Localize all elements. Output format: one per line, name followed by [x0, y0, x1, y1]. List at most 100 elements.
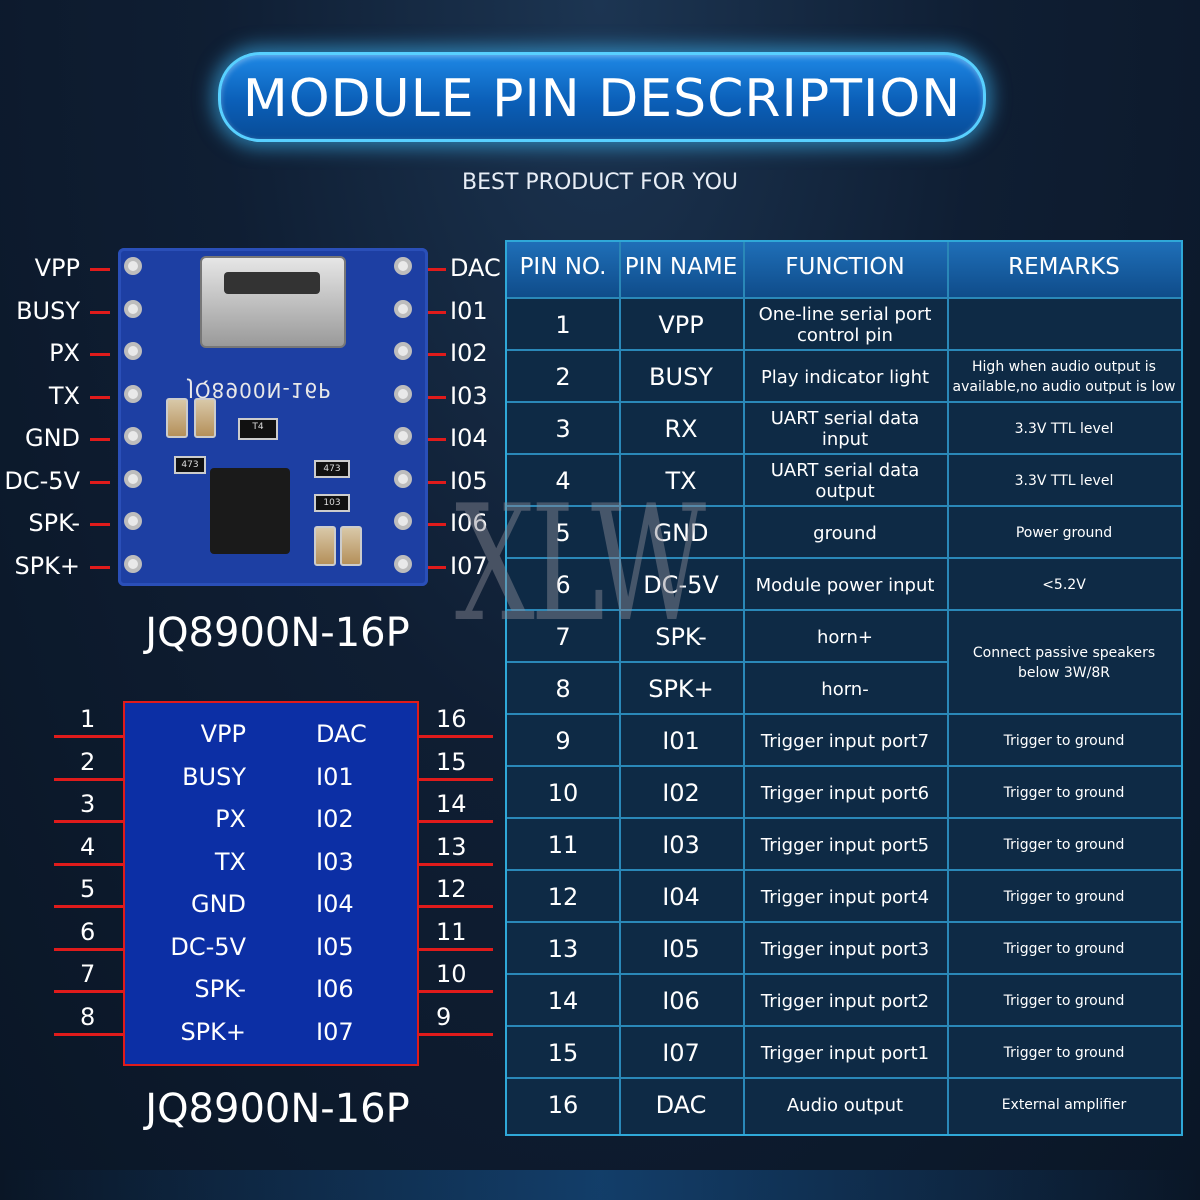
pin-name: I07	[662, 1039, 700, 1067]
schematic-pin-number-right: 16	[436, 705, 467, 733]
pin-number: 2	[555, 363, 571, 391]
pin-pad	[124, 469, 142, 488]
header-pin-name: PIN NAME	[624, 254, 738, 280]
schematic-pin-name-right: I06	[316, 975, 354, 1003]
pin-remarks: Trigger to ground	[1003, 733, 1125, 749]
board-pin-label-left: VPP	[34, 254, 80, 282]
pin-line	[54, 735, 123, 738]
pin-function: horn-	[821, 678, 869, 700]
schematic-pin-number-left: 7	[80, 960, 96, 988]
resistor-473-b: 473	[314, 460, 350, 478]
transistor-t4: T4	[238, 418, 278, 440]
pin-line	[428, 565, 446, 569]
pin-number: 14	[547, 987, 579, 1015]
pin-number: 11	[547, 831, 579, 859]
board-pin-label-right: I05	[450, 466, 488, 495]
pin-name: DC-5V	[643, 571, 719, 599]
schematic-pin-number-left: 5	[80, 875, 96, 903]
pin-function: Trigger input port7	[760, 730, 930, 752]
micro-usb-connector	[200, 256, 346, 348]
pin-pad	[394, 554, 412, 573]
schematic-pin-name-right: I02	[316, 805, 354, 833]
pin-function: horn+	[817, 626, 873, 648]
page-title: MODULE PIN DESCRIPTION	[242, 69, 962, 129]
pin-function: One-line serial port control pin	[758, 304, 932, 346]
schematic-pin-number-right: 11	[436, 917, 467, 946]
pin-number: 16	[547, 1091, 579, 1119]
schematic-pin-number-left: 4	[80, 832, 96, 861]
pin-number: 15	[547, 1039, 579, 1067]
pin-remarks: Trigger to ground	[1003, 837, 1125, 853]
schematic-pin-name-left: SPK-	[194, 975, 246, 1003]
pin-line	[90, 310, 110, 314]
pin-line	[428, 395, 446, 399]
pin-remarks: Trigger to ground	[1003, 1045, 1125, 1061]
pin-function: UART serial data output	[770, 460, 920, 502]
bottom-glow	[0, 1170, 1200, 1200]
pin-pad	[124, 512, 142, 530]
board-pin-label-left: SPK+	[14, 551, 80, 580]
pin-pad	[124, 554, 142, 573]
pin-pad	[124, 384, 142, 403]
board-pin-label-right: I06	[450, 509, 488, 537]
pin-remarks: External amplifier	[1001, 1097, 1127, 1113]
schematic-pin-name-left: PX	[215, 805, 246, 833]
schematic-pin-number-left: 8	[80, 1002, 96, 1031]
usb-port-opening	[224, 272, 320, 294]
schematic-pin-number-left: 1	[80, 705, 96, 733]
pin-name: RX	[664, 415, 698, 443]
schematic-pin-name-left: DC-5V	[170, 932, 246, 961]
pin-remarks: Trigger to ground	[1003, 889, 1125, 905]
pin-line	[428, 310, 446, 314]
board-pin-label-right: I03	[450, 381, 488, 410]
model-label-schematic: JQ8900N-16P	[145, 1086, 410, 1132]
board-pin-label-left: PX	[49, 339, 80, 367]
pin-name: VPP	[658, 311, 704, 339]
pin-function: UART serial data input	[770, 408, 920, 450]
pin-line	[419, 990, 493, 993]
pin-line	[54, 947, 123, 951]
pin-remarks: High when audio output is available,no a…	[952, 359, 1176, 395]
title-banner: MODULE PIN DESCRIPTION	[218, 52, 986, 142]
header-remarks: REMARKS	[1008, 254, 1120, 280]
pin-line	[419, 862, 493, 866]
pin-function: Module power input	[755, 574, 935, 596]
pin-function: Trigger input port4	[760, 886, 930, 908]
watermark: XLW	[455, 470, 706, 657]
pin-remarks: Connect passive speakers below 3W/8R	[972, 645, 1156, 681]
pin-name: BUSY	[649, 363, 713, 391]
pin-line	[90, 395, 110, 399]
audio-chip	[210, 468, 290, 554]
schematic-pin-number-right: 13	[436, 832, 467, 861]
merged-cell-mask	[949, 660, 1181, 664]
capacitor	[194, 398, 216, 438]
pin-remarks: Power ground	[1015, 525, 1113, 541]
board-pin-label-left: TX	[48, 381, 80, 410]
table-row: 1 VPP One-line serial port control pin	[507, 297, 1181, 351]
pin-name: I05	[662, 935, 700, 963]
board-pin-label-left: GND	[24, 424, 80, 452]
pin-line	[428, 480, 446, 484]
schematic-pin-name-right: I03	[316, 847, 354, 876]
pin-line	[90, 353, 110, 356]
pin-number: 1	[555, 311, 571, 339]
schematic-pin-number-right: 14	[436, 790, 467, 818]
board-pin-label-right: I02	[450, 339, 488, 367]
pin-line	[419, 735, 493, 738]
pin-remarks: Trigger to ground	[1003, 785, 1125, 801]
pin-name: I01	[662, 727, 700, 755]
pin-line	[90, 565, 110, 569]
pin-line	[419, 777, 493, 781]
board-pin-label-right: I07	[450, 551, 488, 580]
pin-name: SPK-	[655, 623, 707, 651]
board-pin-label-right: DAC	[450, 254, 501, 282]
